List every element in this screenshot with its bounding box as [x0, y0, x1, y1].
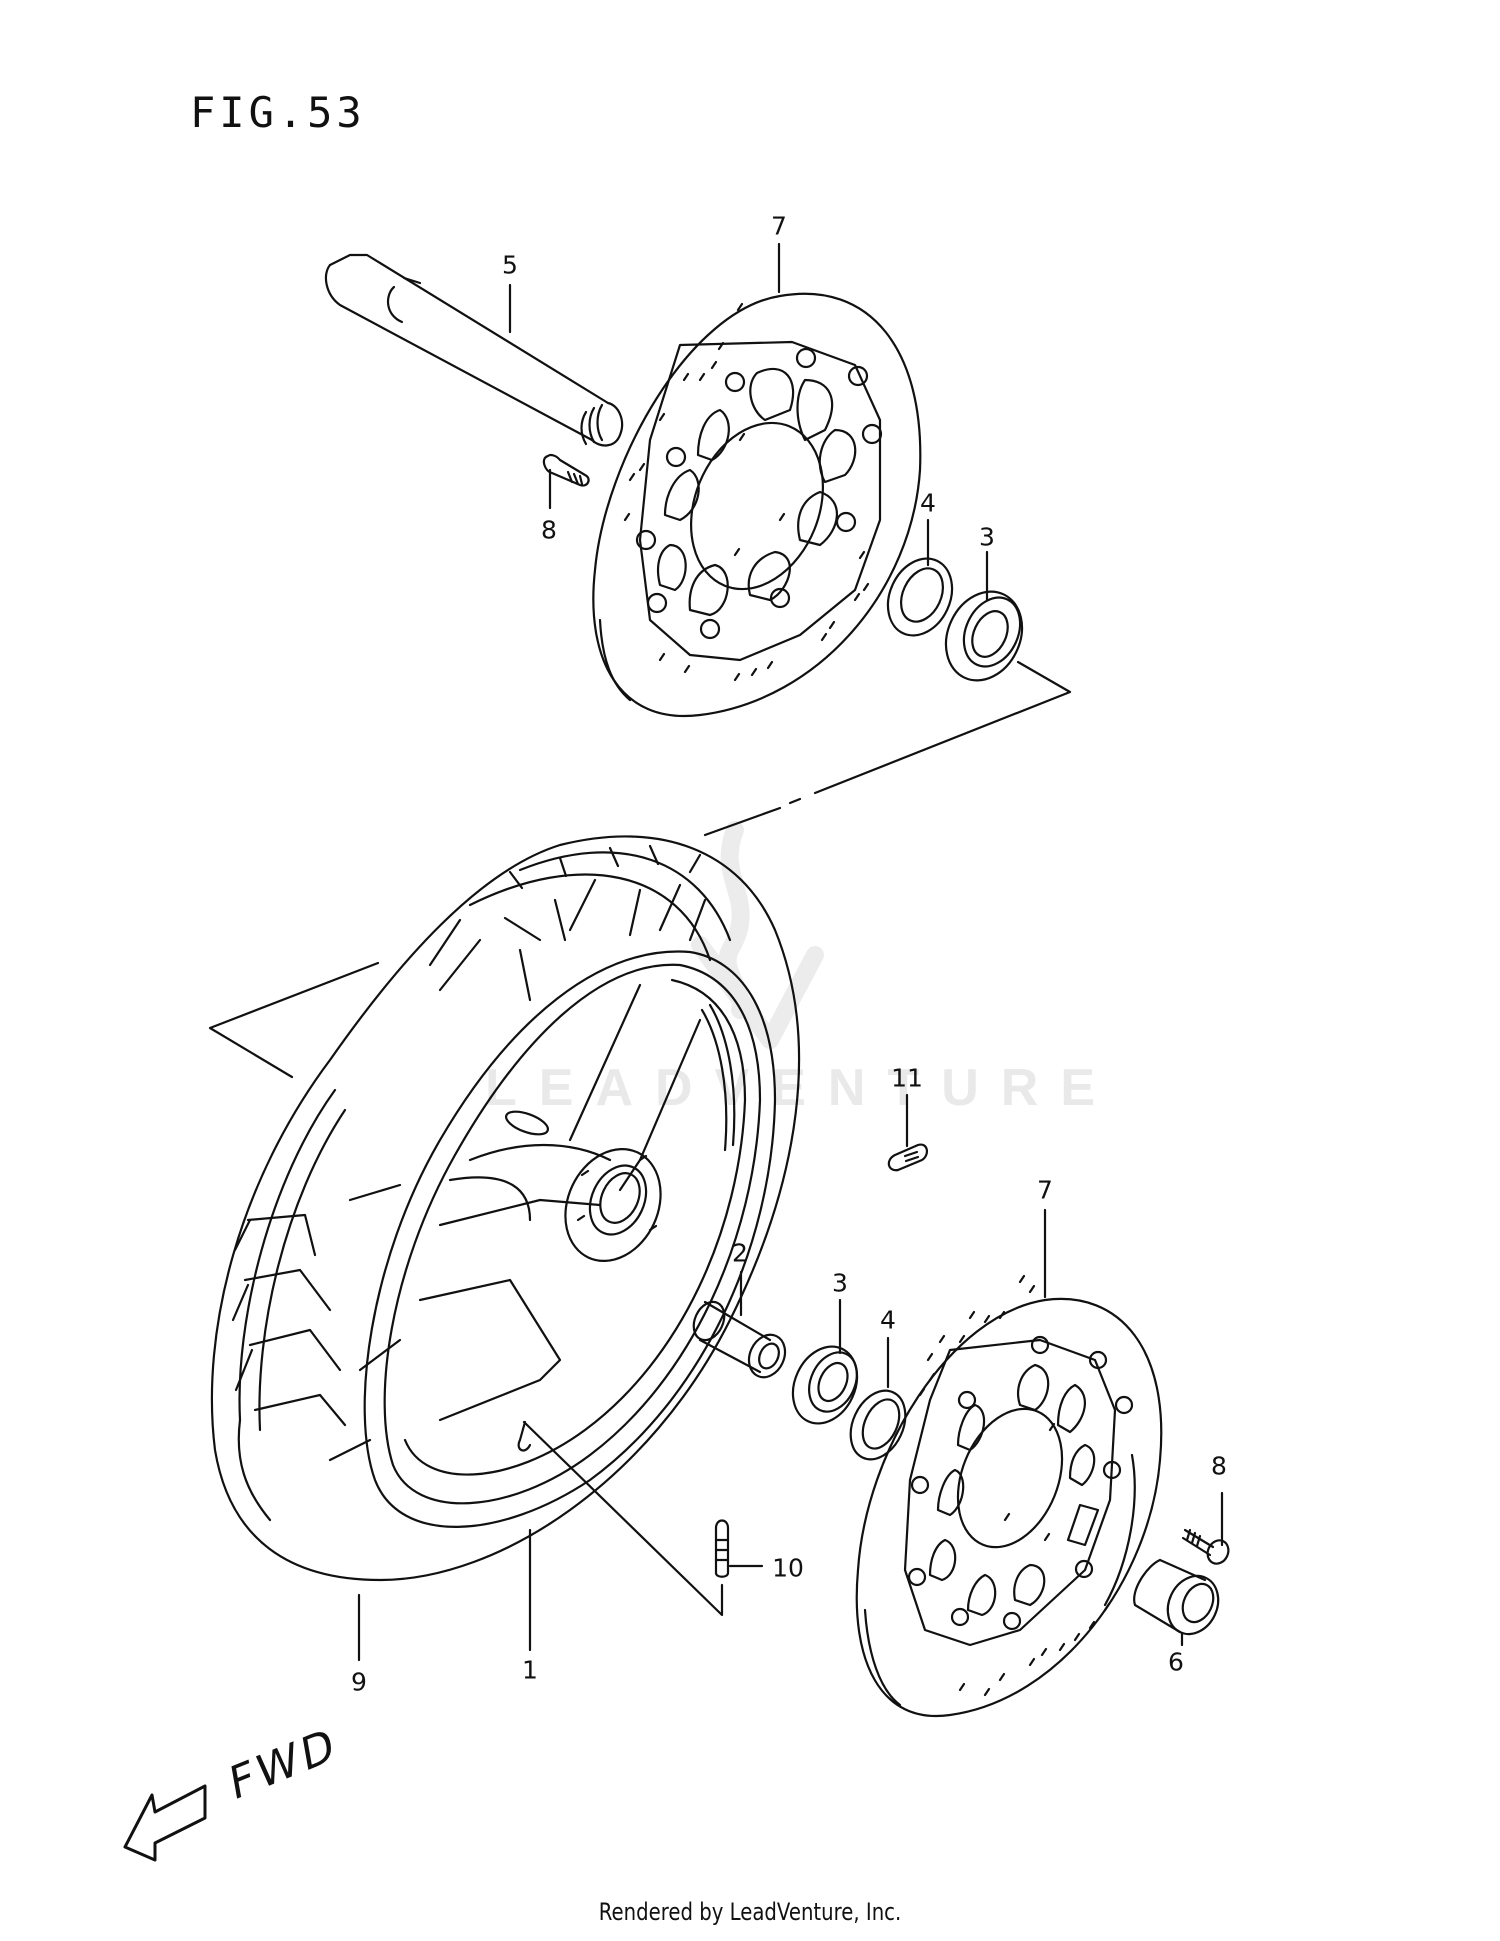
callout-9: 9 — [351, 1667, 367, 1697]
callout-8-upper: 8 — [541, 515, 557, 545]
watermark-text: LEADVENTURE — [485, 1059, 1118, 1117]
figure-title: FIG.53 — [190, 88, 366, 137]
bearing-upper-part — [944, 590, 1024, 682]
bearing-lower-part — [791, 1345, 859, 1425]
callout-3-upper: 3 — [979, 522, 995, 552]
balancer-weight-part — [887, 1143, 928, 1172]
callout-1: 1 — [522, 1655, 538, 1685]
callout-8-lower: 8 — [1211, 1451, 1227, 1481]
front-axle-part — [324, 253, 624, 447]
callout-11: 11 — [891, 1063, 923, 1093]
collar-part — [1133, 1558, 1220, 1636]
callout-2: 2 — [732, 1238, 748, 1268]
assembly-leader-line — [788, 797, 802, 805]
callout-3-lower: 3 — [832, 1268, 848, 1298]
oil-seal-lower-part — [849, 1389, 907, 1461]
callout-7-lower: 7 — [1037, 1175, 1053, 1205]
tire-part — [210, 835, 801, 1582]
callout-5: 5 — [502, 250, 518, 280]
callout-4-upper: 4 — [920, 488, 936, 518]
callout-6: 6 — [1168, 1647, 1184, 1677]
valve-part — [714, 1519, 730, 1578]
disc-bolt-upper-part — [542, 453, 590, 487]
brake-disc-lower-part — [855, 1274, 1163, 1718]
brake-disc-upper-part — [592, 292, 922, 718]
assembly-leader-line — [703, 806, 782, 837]
oil-seal-upper-part — [886, 557, 954, 637]
callout-10: 10 — [772, 1553, 804, 1583]
callout-4-lower: 4 — [880, 1305, 896, 1335]
disc-bolt-lower-part — [1181, 1528, 1230, 1565]
footer-credit: Rendered by LeadVenture, Inc. — [598, 1898, 902, 1926]
watermark-logo-icon — [691, 821, 824, 1049]
valve-leader-line — [522, 1420, 724, 1617]
callout-7-upper: 7 — [771, 211, 787, 241]
forward-arrow-icon — [123, 1784, 207, 1862]
spacer-part — [692, 1300, 787, 1379]
tire-leader-wedge — [208, 961, 380, 1079]
assembly-leader-line — [813, 660, 1072, 795]
wheel-rim-part — [363, 950, 777, 1528]
